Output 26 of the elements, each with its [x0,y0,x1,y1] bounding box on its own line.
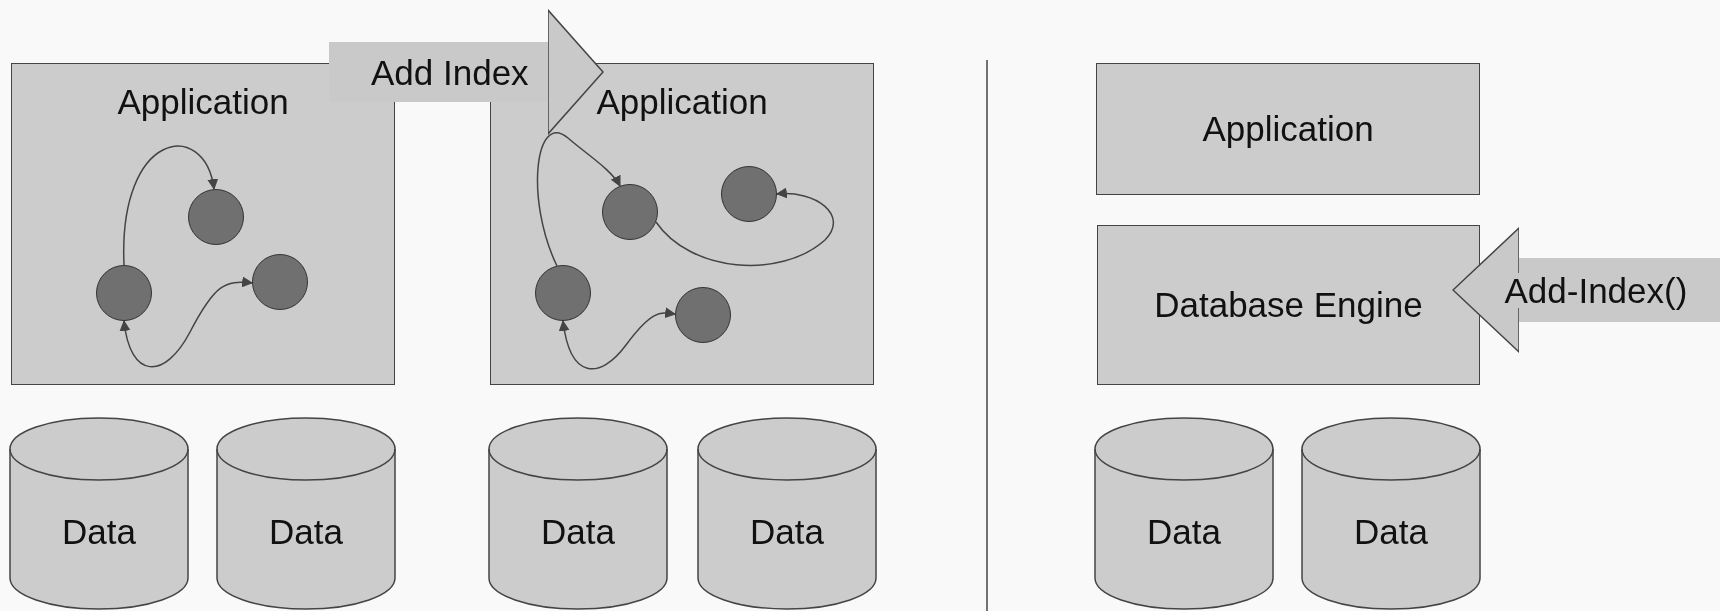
block-arrow [1452,227,1720,353]
database-cylinder [488,417,668,611]
process-box [1097,225,1480,385]
node-label: Data [750,512,824,551]
arrow [536,132,621,267]
arrow [123,145,218,266]
node-label: Data [1354,512,1428,551]
database-cylinder [1094,417,1274,611]
node-label: Application [117,82,289,121]
block-arrow [329,9,604,135]
arrow [120,276,254,368]
edge-label: Add-Index() [1504,272,1688,308]
arrow [559,307,677,370]
process-box [1096,63,1480,195]
node-label: Application [1202,109,1374,148]
node-label: Data [62,512,136,551]
node-label: Data [269,512,343,551]
node-label: Data [541,512,615,551]
node-label: Data [1147,512,1221,551]
arrow [655,188,835,267]
node-label: Application [596,82,768,121]
database-cylinder [9,417,189,611]
database-cylinder [1301,417,1481,611]
database-cylinder [216,417,396,611]
node-label: Database Engine [1154,285,1423,324]
database-cylinder [697,417,877,611]
